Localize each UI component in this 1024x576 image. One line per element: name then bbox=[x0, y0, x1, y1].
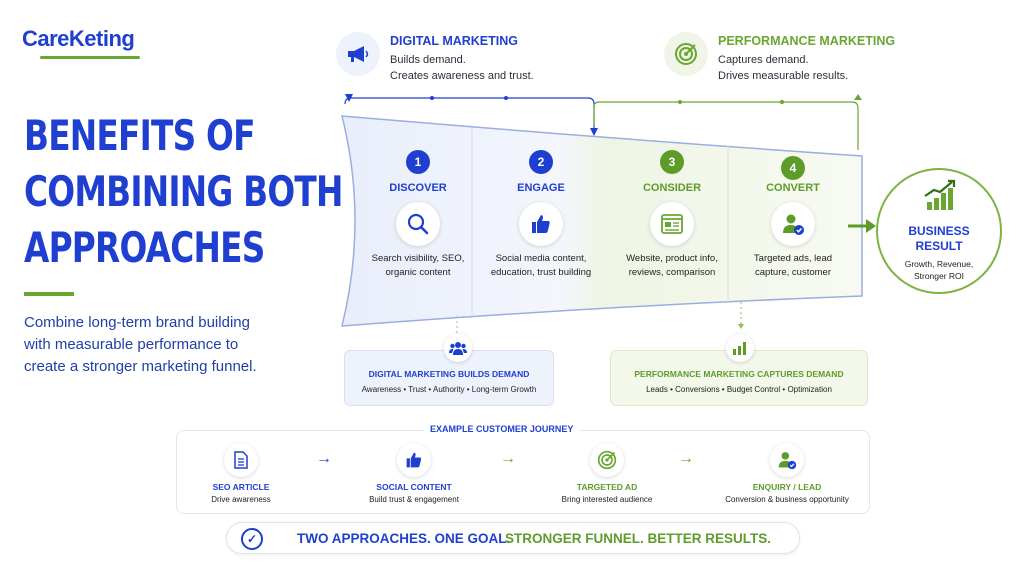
brand-logo: CareKeting bbox=[22, 26, 135, 51]
user-check-icon bbox=[770, 443, 804, 477]
result-arrow bbox=[866, 219, 876, 233]
tagline-bar: ✓ TWO APPROACHES. ONE GOAL. STRONGER FUN… bbox=[226, 522, 800, 554]
digital-title: DIGITAL MARKETING bbox=[390, 34, 519, 48]
check-circle-icon: ✓ bbox=[241, 528, 263, 550]
green-loop-arrow bbox=[593, 101, 859, 150]
stage-4-desc: Targeted ads, lead capture, customer bbox=[753, 253, 833, 278]
megaphone-icon bbox=[336, 32, 380, 76]
blue-arrow-head-down bbox=[590, 128, 598, 136]
result-sub-line-2: Stronger ROI bbox=[913, 271, 965, 281]
blue-arrow-head bbox=[345, 94, 353, 102]
performance-demand-box: PERFORMANCE MARKETING CAPTURES DEMAND Le… bbox=[610, 350, 868, 406]
document-icon bbox=[224, 443, 258, 477]
tagline-part-2: STRONGER FUNNEL. BETTER RESULTS. bbox=[505, 531, 772, 546]
journey-step-4-title: ENQUIRY / LEAD bbox=[752, 482, 822, 492]
blue-loop-arrow bbox=[344, 97, 595, 130]
stage-3-desc: Website, product info, reviews, comparis… bbox=[626, 253, 718, 278]
people-icon bbox=[444, 334, 472, 362]
digital-line-1: Builds demand. bbox=[390, 54, 466, 66]
stage-1-number: 1 bbox=[406, 150, 430, 174]
journey-title: EXAMPLE CUSTOMER JOURNEY bbox=[424, 424, 580, 434]
logo-underline bbox=[40, 56, 140, 59]
business-result: BUSINESS RESULT Growth, Revenue, Stronge… bbox=[876, 168, 1002, 294]
green-arrow-head bbox=[854, 94, 862, 100]
digital-demand-title: DIGITAL MARKETING BUILDS DEMAND bbox=[368, 369, 530, 379]
bar-chart-icon bbox=[726, 334, 754, 362]
result-title-line-1: BUSINESS bbox=[908, 224, 970, 238]
performance-demand-title: PERFORMANCE MARKETING CAPTURES DEMAND bbox=[634, 369, 844, 379]
performance-title: PERFORMANCE MARKETING bbox=[718, 34, 896, 48]
target-icon bbox=[590, 443, 624, 477]
stage-4-title: CONVERT bbox=[766, 182, 820, 194]
title-line-1: BENEFITS OF bbox=[24, 111, 255, 160]
title-line-3: APPROACHES bbox=[24, 223, 265, 272]
journey-step-4-sub: Conversion & business opportunity bbox=[725, 495, 849, 504]
digital-line-2: Creates awareness and trust. bbox=[390, 70, 534, 82]
growth-chart-icon bbox=[922, 178, 958, 219]
customer-journey bbox=[176, 430, 870, 514]
performance-line-2: Drives measurable results. bbox=[718, 70, 849, 82]
result-title-line-2: RESULT bbox=[915, 239, 963, 253]
stage-4-number: 4 bbox=[781, 156, 805, 180]
stage-2-desc: Social media content, education, trust b… bbox=[490, 253, 592, 278]
result-sub-line-1: Growth, Revenue, bbox=[904, 259, 974, 269]
journey-step-2-title: SOCIAL CONTENT bbox=[376, 482, 452, 492]
target-icon bbox=[664, 32, 708, 76]
digital-demand-sub: Awareness • Trust • Authority • Long-ter… bbox=[361, 385, 537, 394]
stage-1-desc: Search visibility, SEO, organic content bbox=[371, 253, 465, 278]
digital-demand-box: DIGITAL MARKETING BUILDS DEMAND Awarenes… bbox=[344, 350, 554, 406]
journey-step-3-title: TARGETED AD bbox=[576, 482, 638, 492]
user-check-icon bbox=[771, 202, 815, 246]
journey-step-1-title: SEO ARTICLE bbox=[212, 482, 270, 492]
tagline-part-1: TWO APPROACHES. ONE GOAL. bbox=[297, 531, 511, 546]
journey-arrow-3: → bbox=[678, 450, 694, 467]
stage-3-title: CONSIDER bbox=[642, 182, 702, 194]
performance-demand-sub: Leads • Conversions • Budget Control • O… bbox=[646, 385, 832, 394]
performance-line-1: Captures demand. bbox=[718, 54, 809, 66]
journey-arrow-1: → bbox=[316, 450, 332, 467]
intro-text: Combine long-term brand building with me… bbox=[24, 314, 257, 375]
journey-step-3-sub: Bring interested audience bbox=[561, 495, 653, 504]
stage-2-number: 2 bbox=[529, 150, 553, 174]
journey-step-1-sub: Drive awareness bbox=[211, 495, 271, 504]
stage-3-number: 3 bbox=[660, 150, 684, 174]
webpage-icon bbox=[650, 202, 694, 246]
search-icon bbox=[396, 202, 440, 246]
thumbs-up-icon bbox=[519, 202, 563, 246]
journey-step-2-sub: Build trust & engagement bbox=[369, 495, 459, 504]
stage-1-title: DISCOVER bbox=[389, 182, 447, 194]
thumbs-up-icon bbox=[397, 443, 431, 477]
stage-2-title: ENGAGE bbox=[517, 182, 565, 194]
journey-arrow-2: → bbox=[500, 450, 516, 467]
accent-divider bbox=[24, 292, 74, 296]
